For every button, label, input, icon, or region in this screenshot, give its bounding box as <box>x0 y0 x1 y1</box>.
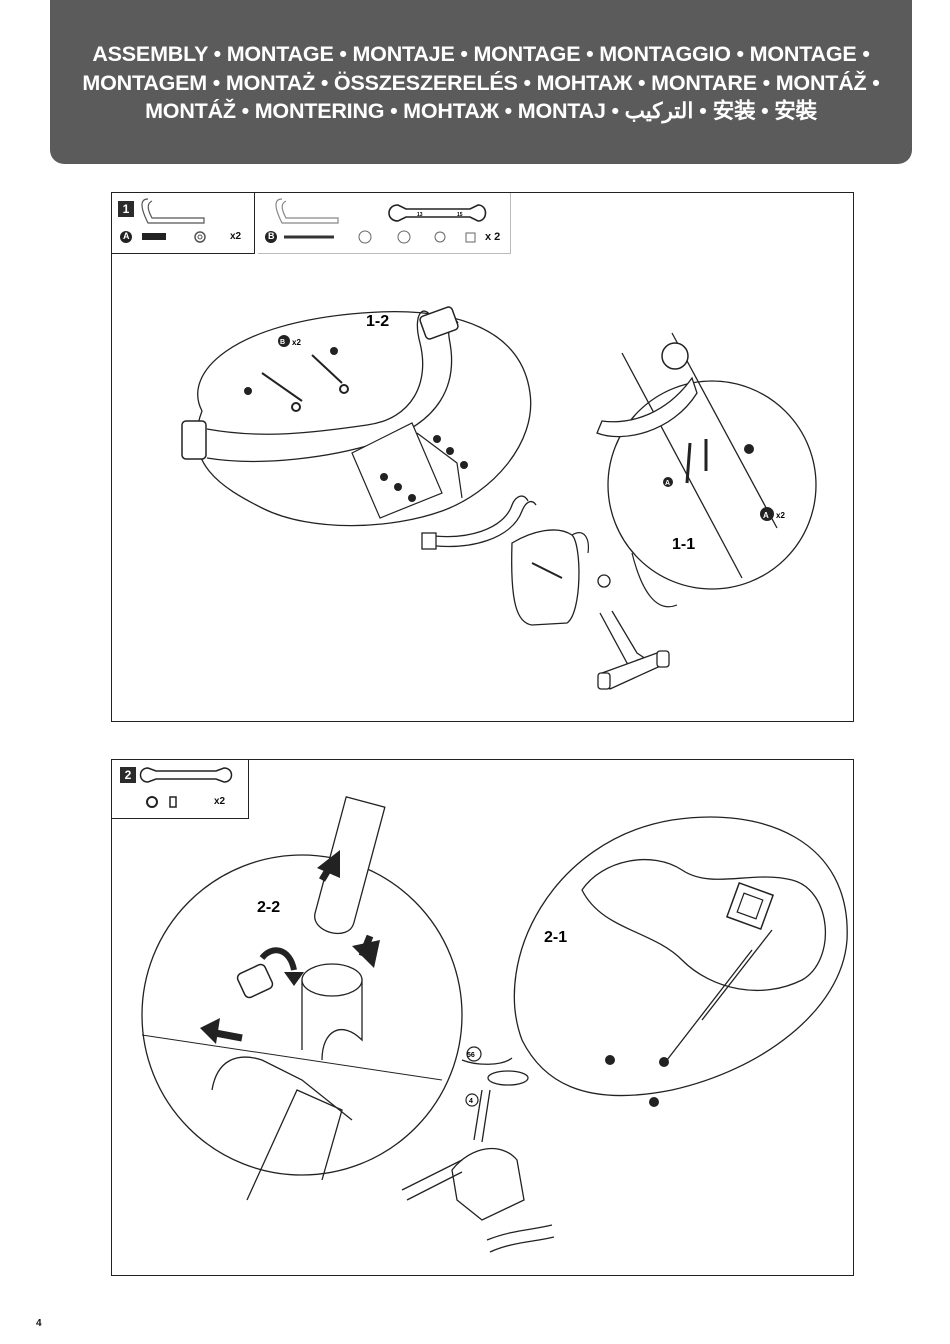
callout-b-qty: x2 <box>292 338 301 347</box>
step-1-panel: 1 A x2 13 15 B x 2 <box>111 192 854 722</box>
step-2-diagram: 2-2 2-1 56 4 <box>112 760 853 1275</box>
sub-label-1-2: 1-2 <box>366 313 389 330</box>
callout-56: 56 <box>467 1052 475 1059</box>
step-1-diagram: B x2 1-2 A A x2 1-1 <box>112 193 853 721</box>
title-banner: ASSEMBLY • MONTAGE • MONTAJE • MONTAGE •… <box>50 0 912 164</box>
page-number: 4 <box>36 1318 42 1329</box>
callout-a-letter: A <box>665 480 670 487</box>
sub-label-1-1: 1-1 <box>672 536 695 553</box>
callout-4: 4 <box>469 1098 473 1105</box>
svg-text:A: A <box>763 511 769 520</box>
title-line-2: MONTAGEM • MONTAŻ • ÖSSZESZERELÉS • МОНТ… <box>50 69 912 98</box>
title-line-1: ASSEMBLY • MONTAGE • MONTAJE • MONTAGE •… <box>50 40 912 69</box>
sub-label-2-1: 2-1 <box>544 929 567 946</box>
step-2-panel: 2 x2 2-2 2-1 <box>111 759 854 1276</box>
callout-b: B <box>280 339 285 346</box>
title-line-3: MONTÁŽ • MONTERING • МОНТАЖ • MONTAJ • ا… <box>50 97 912 126</box>
sub-label-2-2: 2-2 <box>257 899 280 916</box>
callout-a-qty: x2 <box>776 511 785 520</box>
